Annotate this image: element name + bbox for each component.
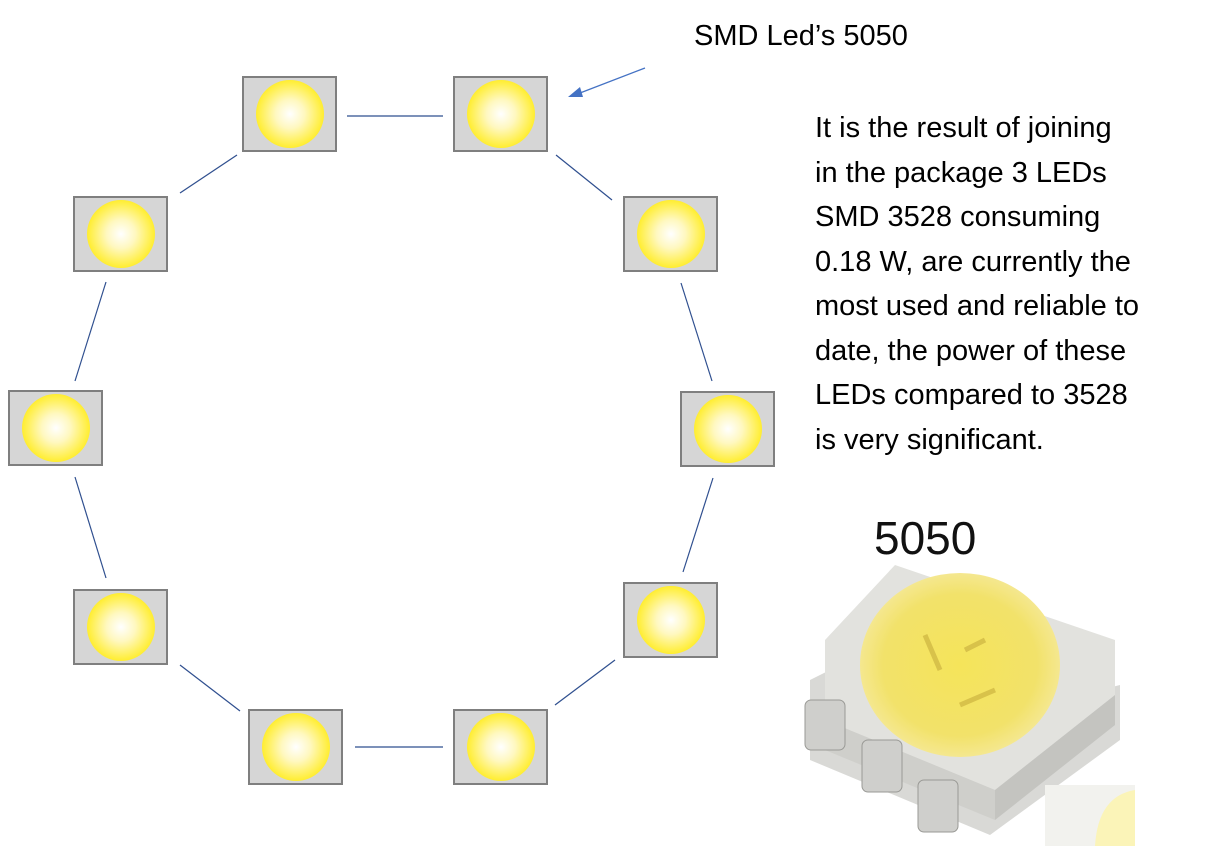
- led-light: [467, 713, 535, 781]
- pointer-arrow: [568, 67, 646, 97]
- led-1: [242, 76, 337, 152]
- connector-line: [179, 154, 238, 194]
- led-6: [453, 709, 548, 785]
- led-7: [248, 709, 343, 785]
- led-light: [637, 586, 705, 654]
- photo-label: 5050: [874, 512, 977, 564]
- led-light: [87, 200, 155, 268]
- connector-line: [680, 282, 713, 382]
- led-10: [73, 196, 168, 272]
- led-4: [680, 391, 775, 467]
- led-8: [73, 589, 168, 665]
- led-light: [694, 395, 762, 463]
- led-light: [637, 200, 705, 268]
- led-9: [8, 390, 103, 466]
- description-line: most used and reliable to: [815, 290, 1140, 322]
- connector-line: [74, 476, 107, 579]
- connector-line: [555, 154, 613, 201]
- led-light: [22, 394, 90, 462]
- connector-line: [554, 659, 616, 706]
- led-light: [256, 80, 324, 148]
- description-line: It is the result of joining: [815, 112, 1112, 144]
- diagram-title: SMD Led’s 5050: [694, 20, 908, 52]
- description-line: in the package 3 LEDs: [815, 156, 1107, 189]
- connector-line: [179, 664, 241, 712]
- description-line: is very significant.: [815, 423, 1044, 456]
- description-line: LEDs compared to 3528: [815, 379, 1128, 411]
- connector-line: [682, 477, 714, 573]
- connector-line: [74, 281, 107, 382]
- led-light: [262, 713, 330, 781]
- led-3: [623, 196, 718, 272]
- led-5: [623, 582, 718, 658]
- led-light: [467, 80, 535, 148]
- description-line: date, the power of these: [815, 334, 1127, 367]
- description-line: SMD 3528 consuming: [815, 201, 1101, 233]
- led-light: [87, 593, 155, 661]
- led-2: [453, 76, 548, 152]
- description-text: It is the result of joining in the packa…: [815, 106, 1225, 462]
- smd-5050-photo: [804, 565, 1135, 846]
- description-line: 0.18 W, are currently the: [815, 245, 1131, 278]
